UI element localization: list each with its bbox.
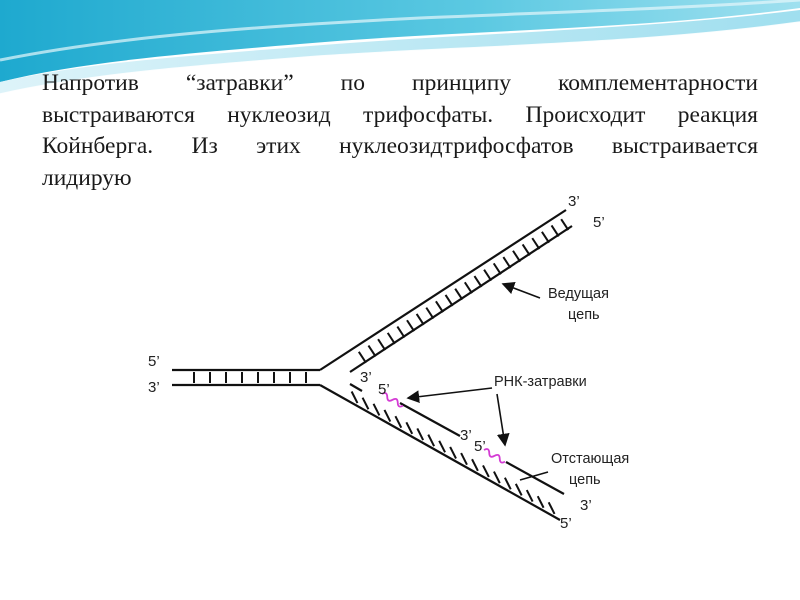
lagging-rung [525, 489, 534, 503]
lagging-rung [383, 409, 392, 423]
lagging-rung [503, 477, 512, 490]
leading-rung [512, 250, 521, 263]
diagram-panel [138, 177, 660, 555]
leading-rung [415, 313, 425, 326]
header-wave-highlight [0, 0, 800, 62]
label-parent-bottom-3: 3’ [148, 379, 160, 396]
okazaki-fragment-1 [399, 402, 461, 437]
label-rna-primers: РНК-затравки [494, 374, 587, 390]
text-line-3: Койнберга. Из этих нуклеозидтрифосфатов … [42, 133, 758, 159]
leading-rung [377, 338, 387, 351]
leading-rung [560, 218, 570, 231]
text-line-2: выстраиваются нуклеозид трифосфаты. Прои… [42, 101, 758, 128]
leading-rung [541, 231, 550, 244]
lagging-rung [493, 471, 501, 484]
leading-rung [483, 269, 493, 282]
lagging-rung [471, 458, 479, 472]
label-leading-top-5: 5’ [593, 214, 605, 231]
label-lagging-strand-2: цепь [569, 472, 601, 488]
parent-duplex [172, 368, 320, 387]
okazaki-fragment-2 [505, 461, 565, 495]
lagging-rung [536, 495, 545, 509]
lagging-base-pairs [350, 391, 556, 515]
label-lagging-strand-1: Отстающая [551, 451, 629, 467]
lagging-strand-arrow [519, 471, 549, 481]
label-parent-top-5: 5’ [148, 353, 160, 370]
label-primer1-5: 5’ [378, 381, 390, 398]
leading-rung [521, 243, 531, 256]
label-primer2-5: 5’ [474, 438, 486, 455]
leading-rung [502, 256, 512, 269]
lagging-rung [416, 428, 425, 441]
lagging-template-strand [319, 384, 561, 521]
rna-primer-arrow-2 [496, 393, 510, 447]
rna-primer-arrow-1 [406, 387, 493, 404]
leading-rung [531, 237, 541, 250]
lagging-rung [427, 434, 435, 447]
label-leading-strand-2: цепь [568, 307, 600, 323]
label-leading-top-3: 3’ [568, 193, 580, 210]
leading-rung [550, 224, 560, 237]
header-wave-light [0, 10, 800, 94]
label-lagging-end-5: 5’ [560, 515, 572, 532]
parent-base-pairs [193, 372, 307, 383]
leading-rung [357, 351, 367, 364]
lagging-rung [372, 403, 381, 416]
leading-rung [473, 275, 483, 288]
lagging-rung [514, 483, 523, 496]
text-line-1: Напротив “затравки” по принципу комплеме… [42, 70, 758, 96]
lagging-rung [438, 440, 446, 453]
leading-base-pairs [357, 218, 570, 364]
leading-rung [406, 319, 415, 332]
leading-rung [463, 281, 473, 294]
lagging-rung [361, 397, 370, 410]
lagging-rung [460, 452, 468, 466]
label-leading-strand-1: Ведущая [548, 286, 609, 302]
leading-rung [367, 344, 377, 357]
leading-rung [492, 262, 502, 275]
leading-strand-arrow [501, 281, 541, 299]
label-lagging-inner-3: 3’ [360, 369, 372, 386]
lagging-rung [547, 501, 556, 515]
lagging-rung [405, 421, 414, 435]
leading-arm [319, 209, 573, 373]
slide-body-text: Напротив “затравки” по принципу комплеме… [42, 68, 758, 194]
leading-rung [425, 307, 435, 320]
lagging-rung [449, 446, 457, 459]
lagging-rung [482, 464, 490, 478]
rna-primer-1 [381, 392, 404, 408]
leading-rung [396, 326, 406, 339]
leading-rung [444, 294, 454, 307]
lagging-rung [350, 391, 359, 404]
label-lagging-end-3: 3’ [580, 497, 592, 514]
leading-rung [386, 332, 396, 345]
lagging-rung [394, 415, 403, 429]
label-fragment-3: 3’ [460, 427, 472, 444]
leading-rung [435, 300, 444, 313]
leading-rung [454, 288, 464, 301]
rna-primer-2 [483, 448, 506, 464]
leading-outer-strand [319, 209, 567, 371]
lagging-inner-stub [349, 383, 363, 392]
lagging-arm [319, 383, 565, 521]
header-wave-dark [0, 0, 800, 82]
text-line-4: лидирую [42, 164, 132, 191]
header-wave-line [0, 21, 800, 95]
